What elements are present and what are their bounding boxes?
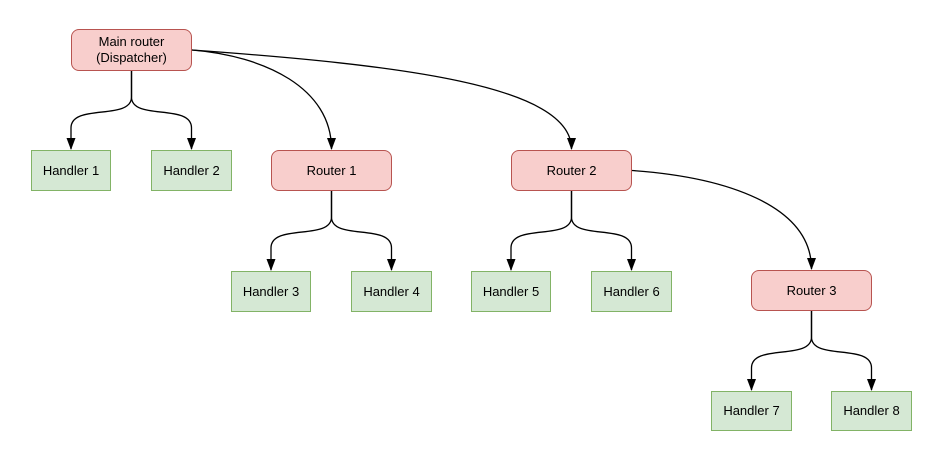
edge-router-3-to-handler-8	[810, 311, 876, 391]
node-router-3: Router 3	[751, 270, 872, 311]
edge-main-router-to-router-1	[191, 49, 336, 150]
node-handler-3: Handler 3	[231, 271, 311, 312]
node-handler-7: Handler 7	[711, 391, 792, 431]
node-main-router: Main router (Dispatcher)	[71, 29, 192, 71]
node-label: Handler 6	[603, 283, 660, 299]
edge-router-1-to-handler-4	[330, 191, 396, 271]
node-label: Handler 4	[363, 283, 420, 299]
node-label: Router 3	[786, 282, 837, 298]
node-label: Handler 3	[242, 283, 300, 299]
node-handler-5: Handler 5	[471, 271, 551, 312]
edge-main-router-to-handler-1	[66, 71, 133, 150]
edge-router-2-to-handler-5	[506, 191, 573, 271]
node-label: Router 2	[546, 162, 597, 178]
node-label: Main router (Dispatcher)	[96, 34, 167, 65]
edge-router-3-to-handler-7	[747, 311, 813, 391]
node-router-2: Router 2	[511, 150, 632, 191]
edge-router-2-to-router-3	[631, 169, 816, 270]
node-router-1: Router 1	[271, 150, 392, 191]
node-handler-1: Handler 1	[31, 150, 111, 191]
node-handler-8: Handler 8	[831, 391, 912, 431]
edge-router-2-to-handler-6	[570, 191, 636, 271]
node-label: Handler 7	[723, 403, 780, 418]
node-label: Handler 1	[42, 162, 100, 178]
edge-main-router-to-handler-2	[130, 71, 196, 150]
node-handler-6: Handler 6	[591, 271, 672, 312]
node-label: Handler 8	[843, 403, 900, 418]
node-label: Router 1	[306, 162, 357, 178]
edge-main-router-to-router-2	[191, 49, 576, 150]
node-label: Handler 5	[482, 283, 540, 299]
node-label: Handler 2	[163, 162, 220, 178]
node-handler-4: Handler 4	[351, 271, 432, 312]
node-handler-2: Handler 2	[151, 150, 232, 191]
edge-router-1-to-handler-3	[266, 191, 333, 271]
